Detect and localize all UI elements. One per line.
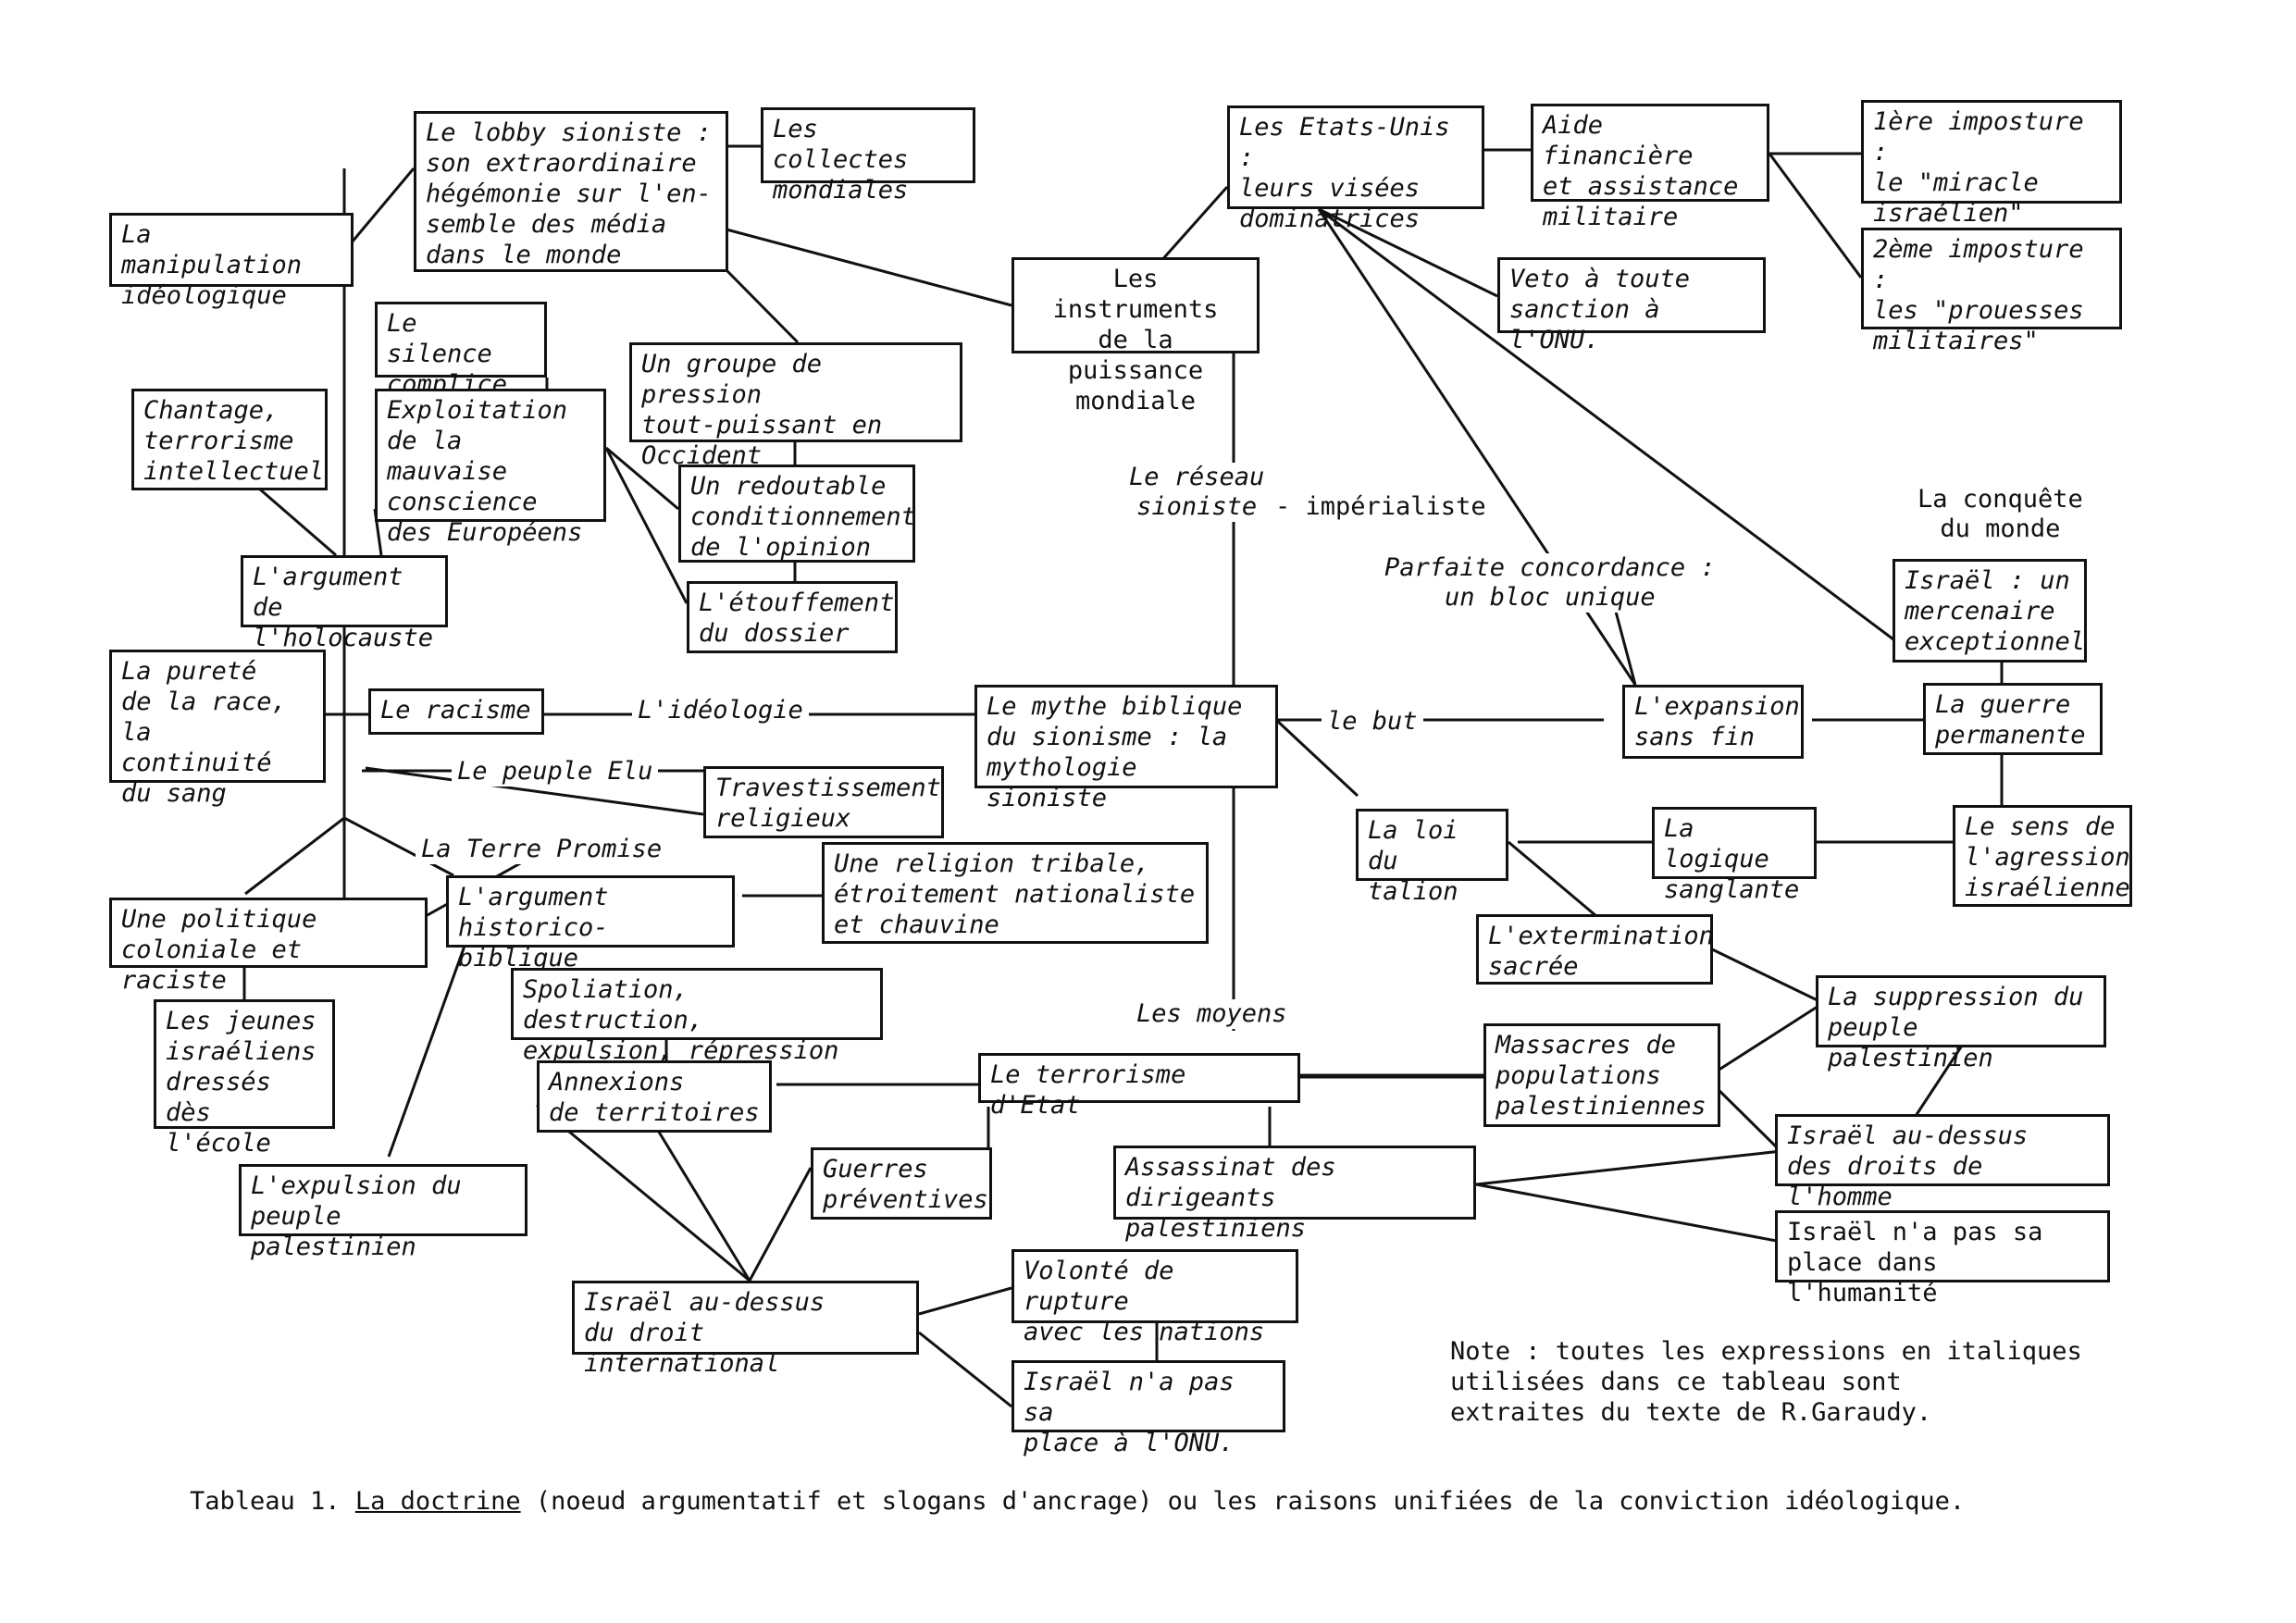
edge bbox=[1706, 1001, 1824, 1079]
label-terre-promise: La Terre Promise bbox=[416, 835, 668, 864]
edge bbox=[1318, 207, 1898, 644]
node-extermination: L'extermination sacrée bbox=[1476, 914, 1714, 985]
edge bbox=[918, 1286, 1012, 1316]
node-suppression: La suppression du peuple palestinien bbox=[1816, 975, 2106, 1072]
node-talion: La loi du talion bbox=[1356, 809, 1508, 906]
node-annexions: Annexions de territoires bbox=[537, 1060, 772, 1133]
label-le-but: le but bbox=[1322, 707, 1423, 737]
node-exploitation: Exploitation de la mauvaise conscience d… bbox=[375, 389, 606, 547]
node-terrorisme-etat: Le terrorisme d'Etat bbox=[978, 1053, 1300, 1120]
node-expulsion: L'expulsion du peuple palestinien bbox=[239, 1164, 527, 1261]
node-massacres: Massacres de populations palestiniennes bbox=[1483, 1023, 1720, 1127]
node-assassinat: Assassinat des dirigeants palestiniens bbox=[1113, 1146, 1476, 1243]
node-chantage: Chantage, terrorisme intellectuel bbox=[131, 389, 328, 490]
edge bbox=[918, 1331, 1012, 1408]
edge bbox=[1768, 153, 1863, 279]
node-travestissement: Travestissement religieux bbox=[703, 766, 944, 838]
node-instruments: Les instruments de la puissance mondiale bbox=[1011, 257, 1260, 415]
node-racisme: Le racisme bbox=[368, 688, 544, 735]
node-guerres-preventives: Guerres préventives bbox=[811, 1147, 992, 1220]
label-imperialiste: - impérialiste bbox=[1270, 492, 1492, 522]
node-imposture2: 2ème imposture : les "prouesses militair… bbox=[1861, 228, 2122, 355]
node-jeunes: Les jeunes israéliens dressés dès l'écol… bbox=[154, 999, 335, 1158]
label-concordance: Parfaite concordance : un bloc unique bbox=[1379, 553, 1721, 613]
node-etatsunis: Les Etats-Unis : leurs visées dominatric… bbox=[1227, 105, 1484, 233]
label-reseau: Le réseau sioniste bbox=[1123, 463, 1271, 522]
edge bbox=[604, 447, 689, 604]
node-veto: Veto à toute sanction à l'ONU. bbox=[1497, 257, 1766, 354]
figure-caption: Tableau 1. La doctrine (noeud argumentat… bbox=[190, 1486, 2226, 1517]
edge bbox=[258, 487, 337, 557]
node-religion: Une religion tribale, étroitement nation… bbox=[822, 842, 1209, 944]
footnote: Note : toutes les expressions en italiqu… bbox=[1450, 1337, 2082, 1427]
node-manipulation: La manipulation idéologique bbox=[109, 213, 354, 310]
caption-prefix: Tableau 1. bbox=[190, 1487, 355, 1516]
edge bbox=[244, 816, 345, 896]
label-les-moyens: Les moyens bbox=[1131, 999, 1293, 1029]
edge bbox=[1707, 946, 1824, 1005]
node-historico: L'argument historico-biblique bbox=[446, 875, 735, 973]
edge bbox=[387, 924, 474, 1158]
node-imposture1: 1ère imposture : le "miracle israélien" bbox=[1861, 100, 2122, 228]
node-mythe: Le mythe biblique du sionisme : la mytho… bbox=[974, 685, 1278, 812]
node-sens: Le sens de l'agression israélienne bbox=[1953, 805, 2132, 907]
node-israel-droit-international: Israël au-dessus du droit international bbox=[572, 1281, 919, 1378]
edge bbox=[605, 446, 679, 511]
edge bbox=[1475, 1183, 1782, 1244]
label-conquete: La conquête du monde bbox=[1912, 485, 2089, 544]
node-israel-droits: Israël au-dessus des droits de l'homme bbox=[1775, 1114, 2110, 1211]
edge bbox=[1274, 718, 1359, 798]
edge bbox=[343, 816, 454, 877]
edge bbox=[725, 268, 800, 344]
node-spoliation: Spoliation, destruction, expulsion, répr… bbox=[511, 968, 883, 1065]
node-holocauste: L'argument de l'holocauste bbox=[241, 555, 448, 652]
node-mercenaire: Israël : un mercenaire exceptionnel bbox=[1893, 559, 2087, 663]
node-groupe: Un groupe de pression tout-puissant en O… bbox=[629, 342, 962, 470]
caption-rest: (noeud argumentatif et slogans d'ancrage… bbox=[520, 1487, 1966, 1516]
label-peuple-elu: Le peuple Elu bbox=[452, 757, 659, 787]
edge bbox=[1914, 1045, 1964, 1117]
edge bbox=[748, 1167, 813, 1282]
node-israel-humanite: Israël n'a pas sa place dans l'humanité bbox=[1775, 1210, 2110, 1307]
caption-underlined: La doctrine bbox=[354, 1487, 521, 1516]
node-conditionnement: Un redoutable conditionnement de l'opini… bbox=[678, 465, 916, 563]
edge bbox=[1475, 1149, 1782, 1186]
edge bbox=[1318, 207, 1498, 298]
node-lobby: Le lobby sioniste : son extraordinaire h… bbox=[414, 111, 728, 272]
node-volonte: Volonté de rupture avec les nations bbox=[1011, 1249, 1298, 1346]
node-guerre-permanente: La guerre permanente bbox=[1923, 683, 2103, 755]
node-purete: La pureté de la race, la continuité du s… bbox=[109, 650, 326, 808]
node-logique: La logique sanglante bbox=[1652, 807, 1817, 904]
node-israel-onu: Israël n'a pas sa place à l'ONU. bbox=[1011, 1360, 1285, 1457]
node-silence: Le silence complice bbox=[375, 302, 547, 399]
edge bbox=[1508, 840, 1597, 918]
edge bbox=[350, 167, 416, 243]
label-ideologie: L'idéologie bbox=[632, 696, 809, 725]
node-aide: Aide financière et assistance militaire bbox=[1531, 104, 1769, 231]
node-politique: Une politique coloniale et raciste bbox=[109, 898, 428, 995]
edge bbox=[655, 1128, 751, 1282]
edge bbox=[536, 1103, 751, 1282]
node-expansion: L'expansion sans fin bbox=[1622, 685, 1804, 759]
edge bbox=[726, 228, 1012, 307]
node-collectes: Les collectes mondiales bbox=[761, 107, 975, 204]
edge bbox=[365, 766, 704, 816]
node-etouffement: L'étouffement du dossier bbox=[687, 581, 898, 653]
